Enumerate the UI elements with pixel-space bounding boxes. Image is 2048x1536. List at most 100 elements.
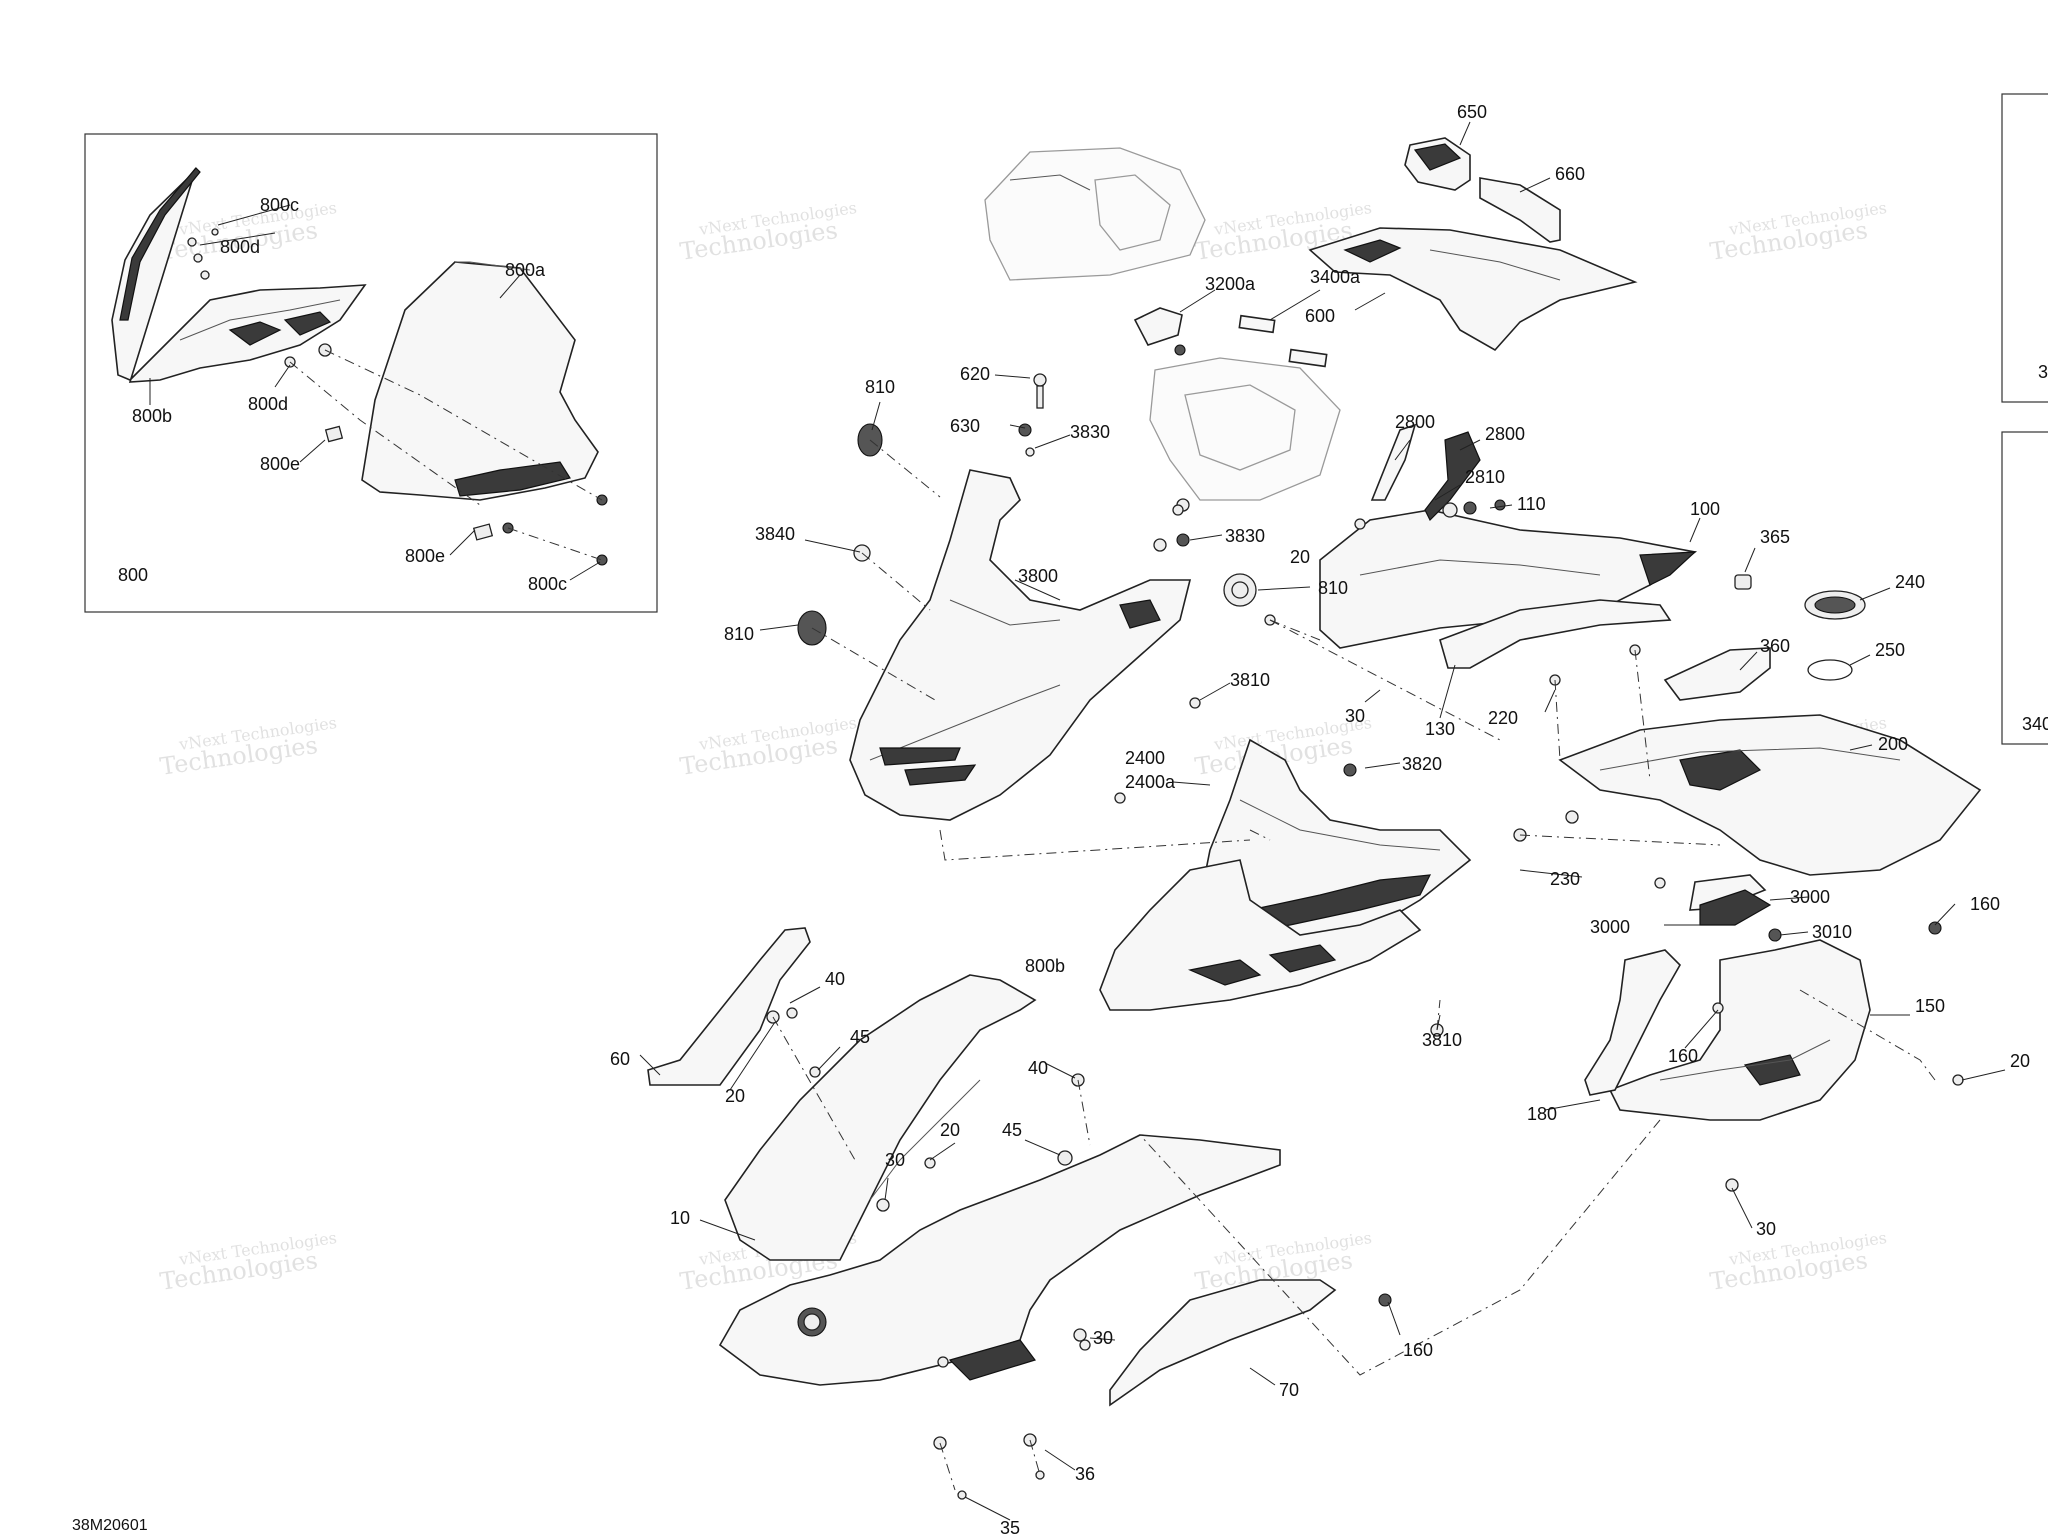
part-3000 xyxy=(1689,874,1772,926)
callout-label: 3820 xyxy=(1402,754,1442,774)
callout-label: 20 xyxy=(2010,1051,2030,1071)
inset-windshield xyxy=(361,261,599,501)
callout-label: 810 xyxy=(1318,578,1348,598)
callout-label: 100 xyxy=(1690,499,1720,519)
callout-label: 20 xyxy=(725,1086,745,1106)
callout-label: 110 xyxy=(1517,494,1546,514)
inset-front-fairing-part xyxy=(111,167,367,383)
callout-label: 2810 xyxy=(1465,467,1505,487)
callout-label: 160 xyxy=(1668,1046,1698,1066)
callout-label: 800d xyxy=(248,394,288,414)
callout-label: 800c xyxy=(260,195,299,215)
part-800b-main xyxy=(1099,859,1422,1011)
inset-title: 800 xyxy=(118,565,148,585)
callout-label: 600 xyxy=(1305,306,1335,326)
callout-label: 35 xyxy=(1000,1518,1020,1536)
callout-label: 2800 xyxy=(1395,412,1435,432)
callout-label: 2400 xyxy=(1125,748,1165,768)
part-660 xyxy=(1479,177,1561,243)
part-2800 xyxy=(1370,423,1481,522)
callout-label: 220 xyxy=(1488,708,1518,728)
callout-label: 800e xyxy=(405,546,445,566)
inset-assembly-line-3 xyxy=(507,527,603,561)
side-panel-150 xyxy=(1608,939,1871,1121)
callout-label: 800a xyxy=(505,260,546,280)
callout-label: 250 xyxy=(1875,640,1905,660)
part-650 xyxy=(1404,137,1471,191)
callout-label: 45 xyxy=(850,1027,870,1047)
right-inset-frame-bottom xyxy=(2001,431,2048,745)
callout-label: 3000 xyxy=(1790,887,1830,907)
gauge-housing xyxy=(1149,357,1341,501)
assembly-lines xyxy=(772,439,1936,1491)
callout-label: 3010 xyxy=(1812,922,1852,942)
inset-assembly-line-1 xyxy=(289,361,481,506)
callout-label: 45 xyxy=(1002,1120,1022,1140)
part-3400a xyxy=(1238,314,1328,368)
callout-label: 150 xyxy=(1915,996,1945,1016)
part-70 xyxy=(1109,1279,1337,1407)
callout-label: 30 xyxy=(1345,706,1365,726)
callout-label: 160 xyxy=(1970,894,2000,914)
callout-label: 800d xyxy=(220,237,260,257)
callout-label: 340 xyxy=(2022,714,2048,734)
callout-label: 130 xyxy=(1425,719,1455,739)
callout-label: 650 xyxy=(1457,102,1487,122)
callout-label: 3 xyxy=(2038,362,2048,382)
callout-label: 800c xyxy=(528,574,567,594)
part-360 xyxy=(1663,647,1771,701)
drawing-id: 38M20601 xyxy=(72,1517,148,1534)
right-inset-frame-top xyxy=(2001,93,2048,403)
callout-label: 20 xyxy=(1290,547,1310,567)
callout-label: 3830 xyxy=(1070,422,1110,442)
inset-assembly-line-2 xyxy=(324,349,603,501)
part-600 xyxy=(1308,227,1638,352)
callout-label: 240 xyxy=(1895,572,1925,592)
callout-label: 3810 xyxy=(1422,1030,1462,1050)
part-240 xyxy=(1804,590,1866,620)
callout-label: 30 xyxy=(1756,1219,1776,1239)
callout-label: 3000 xyxy=(1590,917,1630,937)
instrument-cluster-cover xyxy=(984,147,1206,281)
callout-label: 3400a xyxy=(1310,267,1361,287)
callout-label: 3800 xyxy=(1018,566,1058,586)
callout-label: 810 xyxy=(865,377,895,397)
lower-shell-10 xyxy=(718,974,1281,1386)
callout-label: 10 xyxy=(670,1208,690,1228)
leader-lines xyxy=(149,121,2006,1521)
callout-label: 800e xyxy=(260,454,300,474)
callout-label: 2800 xyxy=(1485,424,1525,444)
callout-label: 180 xyxy=(1527,1104,1557,1124)
part-365 xyxy=(1734,574,1752,590)
callout-label: 2400a xyxy=(1125,772,1176,792)
hardware-fasteners xyxy=(766,373,1964,1500)
callout-label: 810 xyxy=(724,624,754,644)
callout-label: 40 xyxy=(825,969,845,989)
callout-label: 30 xyxy=(885,1150,905,1170)
callout-label: 3830 xyxy=(1225,526,1265,546)
part-60 xyxy=(647,927,811,1086)
callout-label: 60 xyxy=(610,1049,630,1069)
callout-label: 70 xyxy=(1279,1380,1299,1400)
inset-frame xyxy=(84,133,658,613)
callout-label: 620 xyxy=(960,364,990,384)
callout-label: 40 xyxy=(1028,1058,1048,1078)
rear-panel-200 xyxy=(1558,714,1982,876)
part-180 xyxy=(1584,949,1681,1096)
side-panel-100 xyxy=(1319,509,1697,649)
callout-labels: 800c800d800a800b800d800e800e800c65066032… xyxy=(118,102,2048,1536)
callout-label: 36 xyxy=(1075,1464,1095,1484)
callout-label: 660 xyxy=(1555,164,1585,184)
callout-label: 3200a xyxy=(1205,274,1256,294)
part-250 xyxy=(1807,659,1853,681)
front-fairing-3800 xyxy=(849,469,1192,821)
callout-label: 800b xyxy=(132,406,172,426)
part-3200a xyxy=(1133,307,1186,356)
callout-label: 200 xyxy=(1878,734,1908,754)
callout-label: 20 xyxy=(940,1120,960,1140)
